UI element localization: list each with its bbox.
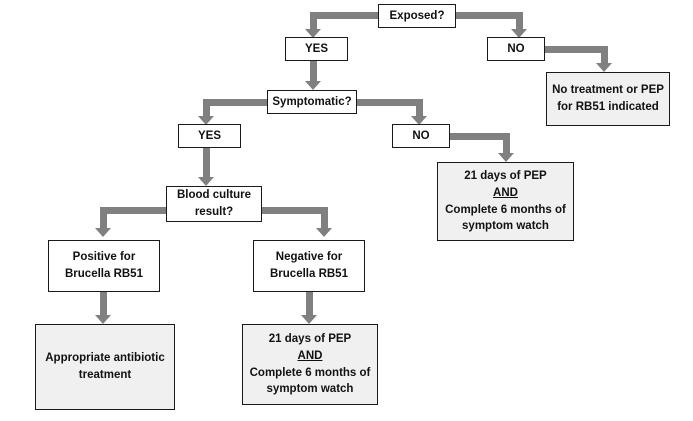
node-no-treatment-line-2: for RB51 indicated (557, 101, 659, 113)
node-blood-culture-line-1: Blood culture (176, 189, 252, 202)
node-symptomatic-no[interactable]: NO (392, 124, 450, 148)
node-pep-bottom[interactable]: 21 days of PEP AND Complete 6 months of … (242, 324, 378, 405)
connector-symptomaticno-to-pep-vertical (503, 133, 510, 154)
node-negative-text: Negative for Brucella RB51 (254, 249, 364, 282)
node-symptomatic-yes-label: YES (197, 129, 221, 142)
node-pep-bottom-text: 21 days of PEP AND Complete 6 months of … (243, 331, 377, 398)
connector-symptomatic-right-vertical (416, 99, 423, 117)
connector-symptomaticno-to-pep-horizontal (450, 133, 510, 140)
connector-symptomatic-right-horizontal (355, 99, 423, 106)
node-negative-line-2: Brucella RB51 (270, 268, 348, 280)
node-exposed-no[interactable]: NO (487, 37, 545, 61)
arrowhead-symptomaticyes-to-bloodculture (198, 177, 214, 186)
node-exposed[interactable]: Exposed? (378, 4, 456, 28)
node-pep-right-line-3: Complete 6 months of (445, 203, 566, 216)
node-pep-right[interactable]: 21 days of PEP AND Complete 6 months of … (437, 162, 574, 241)
connector-positive-to-antibiotic (100, 292, 107, 316)
arrowhead-yes-to-symptomatic (305, 81, 321, 90)
node-pep-right-line-4: symptom watch (462, 220, 549, 233)
node-symptomatic-no-label: NO (412, 129, 430, 142)
node-positive-text: Positive for Brucella RB51 (49, 249, 159, 282)
arrowhead-bloodculture-to-negative (316, 228, 332, 237)
node-positive-line-2: Brucella RB51 (65, 268, 143, 280)
arrowhead-negative-to-pep (301, 315, 317, 324)
node-antibiotic-text: Appropriate antibiotic treatment (36, 350, 174, 383)
connector-symptomatic-left-vertical (203, 99, 210, 117)
arrowhead-exposed-to-no (511, 29, 527, 38)
node-antibiotic-line-1: Appropriate antibiotic (45, 352, 165, 365)
node-pep-right-text: 21 days of PEP AND Complete 6 months of … (438, 168, 573, 235)
arrowhead-no-to-notreatment (596, 63, 612, 72)
connector-bloodculture-right-vertical (321, 207, 328, 229)
node-symptomatic-label: Symptomatic? (272, 95, 352, 108)
node-blood-culture-line-2: result? (194, 206, 234, 218)
node-pep-right-line-2: AND (493, 186, 518, 199)
node-negative[interactable]: Negative for Brucella RB51 (253, 240, 365, 292)
node-pep-bottom-line-4: symptom watch (266, 383, 354, 396)
node-exposed-label: Exposed? (389, 9, 445, 22)
connector-exposed-left-horizontal (310, 12, 380, 19)
arrowhead-exposed-to-yes (305, 29, 321, 38)
connector-no-to-notreatment-horizontal (545, 46, 608, 53)
connector-bloodculture-left-horizontal (100, 207, 168, 214)
arrowhead-symptomatic-to-no (411, 116, 427, 125)
node-pep-bottom-line-3: Complete 6 months of (249, 366, 371, 379)
connector-symptomatic-left-horizontal (203, 99, 269, 106)
node-no-treatment-text: No treatment or PEP for RB51 indicated (547, 82, 669, 115)
node-positive[interactable]: Positive for Brucella RB51 (48, 240, 160, 292)
node-no-treatment[interactable]: No treatment or PEP for RB51 indicated (546, 72, 670, 126)
node-pep-bottom-line-1: 21 days of PEP (268, 333, 352, 346)
node-negative-line-1: Negative for (275, 251, 343, 264)
node-antibiotic[interactable]: Appropriate antibiotic treatment (35, 324, 175, 410)
arrowhead-positive-to-antibiotic (95, 315, 111, 324)
node-blood-culture-text: Blood culture result? (167, 187, 261, 220)
connector-exposed-right-vertical (516, 12, 523, 30)
node-antibiotic-line-2: treatment (78, 369, 132, 381)
connector-symptomaticyes-to-bloodculture (203, 148, 210, 178)
node-positive-line-1: Positive for (72, 251, 136, 264)
node-pep-bottom-line-2: AND (297, 349, 323, 362)
node-pep-right-line-1: 21 days of PEP (464, 170, 547, 183)
node-exposed-no-label: NO (507, 42, 525, 55)
connector-bloodculture-right-horizontal (260, 207, 328, 214)
arrowhead-bloodculture-to-positive (95, 228, 111, 237)
node-exposed-yes[interactable]: YES (285, 37, 348, 61)
connector-yes-to-symptomatic (310, 60, 317, 82)
connector-exposed-right-horizontal (453, 12, 523, 19)
arrowhead-symptomatic-to-yes (198, 116, 214, 125)
node-symptomatic[interactable]: Symptomatic? (267, 90, 357, 114)
node-no-treatment-line-1: No treatment or PEP (552, 84, 664, 97)
connector-negative-to-pep (306, 292, 313, 316)
connector-exposed-left-vertical (310, 12, 317, 30)
arrowhead-symptomaticno-to-pep (498, 153, 514, 162)
node-exposed-yes-label: YES (304, 42, 328, 55)
connector-bloodculture-left-vertical (100, 207, 107, 229)
node-symptomatic-yes[interactable]: YES (178, 124, 241, 148)
connector-no-to-notreatment-vertical (601, 46, 608, 64)
node-blood-culture[interactable]: Blood culture result? (166, 186, 262, 222)
